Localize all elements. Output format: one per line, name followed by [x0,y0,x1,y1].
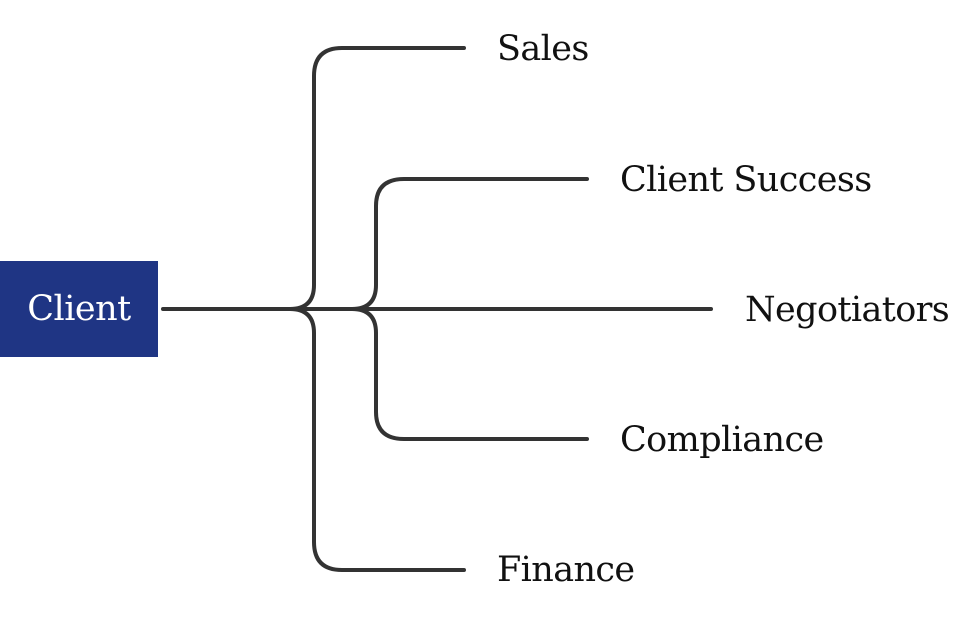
branch-node-compliance[interactable]: Compliance [620,420,824,460]
branch-node-sales[interactable]: Sales [497,29,589,69]
connector-outer-bracket [288,46,466,572]
branch-node-negotiators[interactable]: Negotiators [745,290,950,330]
root-node[interactable]: Client [0,261,158,357]
connector-group [161,46,713,572]
root-node-label: Client [27,289,131,329]
branch-node-finance[interactable]: Finance [497,550,635,590]
connector-inner-bracket [350,177,589,441]
branch-node-client-success[interactable]: Client Success [620,160,872,200]
